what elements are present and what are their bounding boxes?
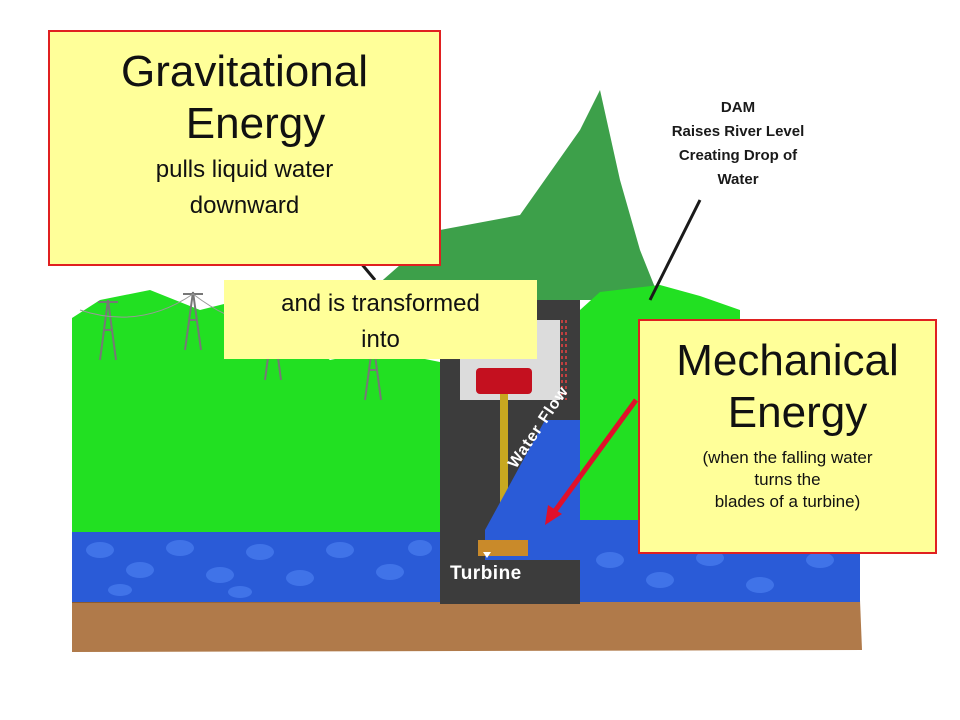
water-flow-arrowhead [545,505,562,525]
water-flow-arrow [549,398,639,517]
dam-label: DAM Raises River Level Creating Drop of … [628,96,848,192]
dam-pointer-line [648,199,702,301]
generator [476,368,532,394]
penstock-water [485,420,580,560]
water-texture [86,540,834,598]
turbine-shaft [500,394,508,544]
transform-line2: into [361,326,400,353]
dam-red-stripes [561,320,567,400]
dam-label-line2: Raises River Level [671,123,805,140]
grav-desc-line2: downward [189,192,300,219]
mech-desc-line1: (when the falling water [702,448,873,467]
hill-left [72,290,440,532]
mech-desc-line2: turns the [754,470,821,489]
gravitational-energy-box: Gravitational Energy pulls liquid water … [48,30,441,266]
ground [72,600,862,652]
turbine-label: Turbine [450,563,522,584]
mech-title-line2: Energy [727,388,868,437]
mechanical-energy-box: Mechanical Energy (when the falling wate… [638,319,937,554]
dam-label-line1: DAM [720,99,756,116]
dam-label-line3: Creating Drop of [678,147,798,164]
grav-desc-line1: pulls liquid water [155,156,334,183]
transform-line1: and is transformed [281,290,480,317]
dam-label-line4: Water [717,171,759,188]
mech-title-line1: Mechanical [676,336,899,385]
transform-box: and is transformed into [224,280,537,359]
grav-title-line2: Energy [185,99,326,148]
turbine-pointer [483,552,491,558]
grav-title-line1: Gravitational [120,47,368,96]
mech-desc-line3: blades of a turbine) [714,492,861,511]
